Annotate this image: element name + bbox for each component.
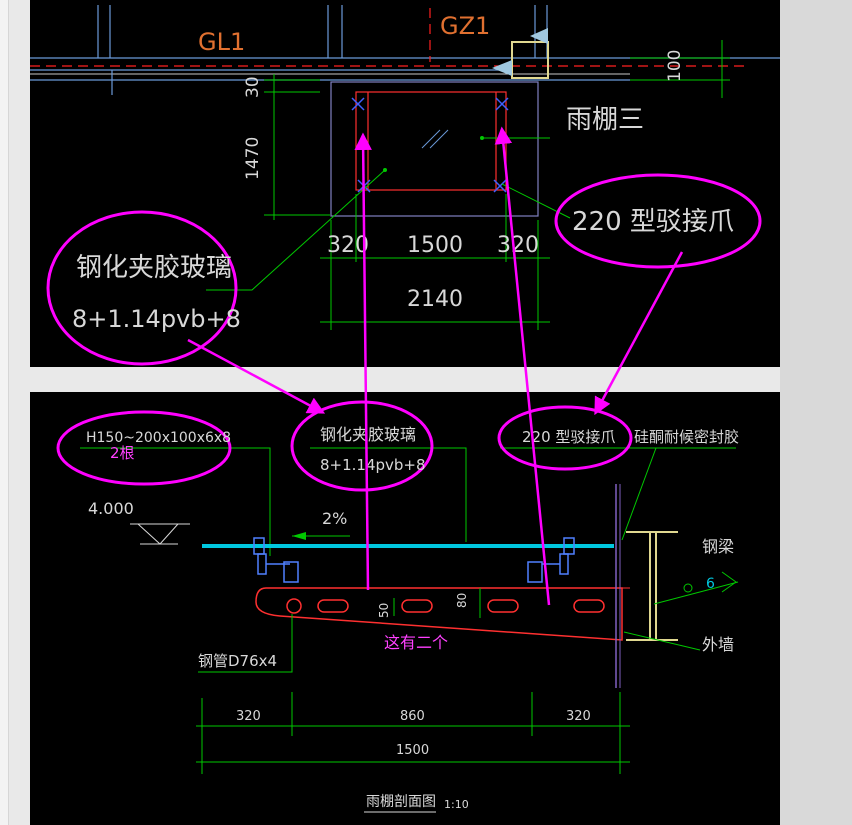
dim-1500: 1500 [407, 233, 463, 258]
gz1-label: GZ1 [440, 12, 490, 40]
canopy-name: 雨棚三 [566, 105, 644, 135]
column-marker [511, 41, 549, 79]
pipe-label: 钢管D76x4 [198, 652, 277, 670]
dim-section-1500: 1500 [396, 743, 429, 758]
dim-section-320-left: 320 [236, 709, 261, 724]
column-triangle-icon [530, 28, 548, 44]
section-drawing: H150~200x100x6x8 2根 钢化夹胶玻璃 8+1.14pvb+8 2… [56, 400, 739, 813]
axis-triangle-icon [492, 60, 512, 76]
dim-100: 100 [665, 50, 685, 82]
dim-section-860: 860 [400, 709, 425, 724]
h-beam-note: 2根 [110, 444, 135, 462]
glass-name-section: 钢化夹胶玻璃 [320, 425, 416, 444]
slope-arrow-icon [292, 532, 306, 540]
steel-pipe-frame [255, 587, 623, 641]
wall-label: 外墙 [702, 635, 734, 654]
h-beam-ellipse [56, 410, 232, 486]
dim-320-right: 320 [497, 233, 539, 258]
drawing-title: 雨棚剖面图 [366, 794, 436, 810]
steel-i-beam [626, 531, 678, 641]
slope-label: 2% [322, 509, 347, 528]
dim-1470: 1470 [243, 137, 263, 180]
dim-2140: 2140 [407, 287, 463, 312]
dim-50: 50 [377, 603, 391, 618]
glass-spec-section: 8+1.14pvb+8 [320, 456, 426, 474]
drawing-scale: 1:10 [444, 798, 469, 811]
h-beam-spec: H150~200x100x6x8 [86, 430, 231, 446]
glass-ellipse-section [290, 400, 434, 492]
plan-drawing: GL1 GZ1 100 30 1470 雨棚三 [30, 5, 780, 366]
gl1-label: GL1 [198, 28, 245, 56]
note-label: 这有二个 [384, 633, 448, 652]
claw-spec-section: 220 型驳接爪 [522, 428, 615, 446]
claw-spec-top: 220 型驳接爪 [572, 207, 734, 237]
elevation-label: 4.000 [88, 499, 134, 518]
dim-320-left: 320 [327, 233, 369, 258]
axis-number: 6 [706, 576, 715, 592]
dim-80: 80 [455, 593, 469, 608]
glass-name-top: 钢化夹胶玻璃 [76, 253, 232, 283]
plan-drawing-panel: GL1 GZ1 100 30 1470 雨棚三 [30, 0, 780, 367]
section-drawing-panel: H150~200x100x6x8 2根 钢化夹胶玻璃 8+1.14pvb+8 2… [30, 392, 780, 825]
dim-section-320-right: 320 [566, 709, 591, 724]
left-gutter [0, 0, 9, 825]
sealant-label: 硅酮耐候密封胶 [634, 428, 739, 446]
glass-spec-top: 8+1.14pvb+8 [72, 305, 241, 333]
dim-30: 30 [243, 76, 263, 98]
glass-ellipse [46, 210, 238, 366]
claw-ellipse-section [497, 405, 633, 471]
right-gutter [780, 0, 852, 825]
spider-claw-left-icon [253, 537, 299, 583]
steel-beam-label: 钢梁 [702, 537, 734, 556]
canopy-outline [330, 81, 539, 217]
